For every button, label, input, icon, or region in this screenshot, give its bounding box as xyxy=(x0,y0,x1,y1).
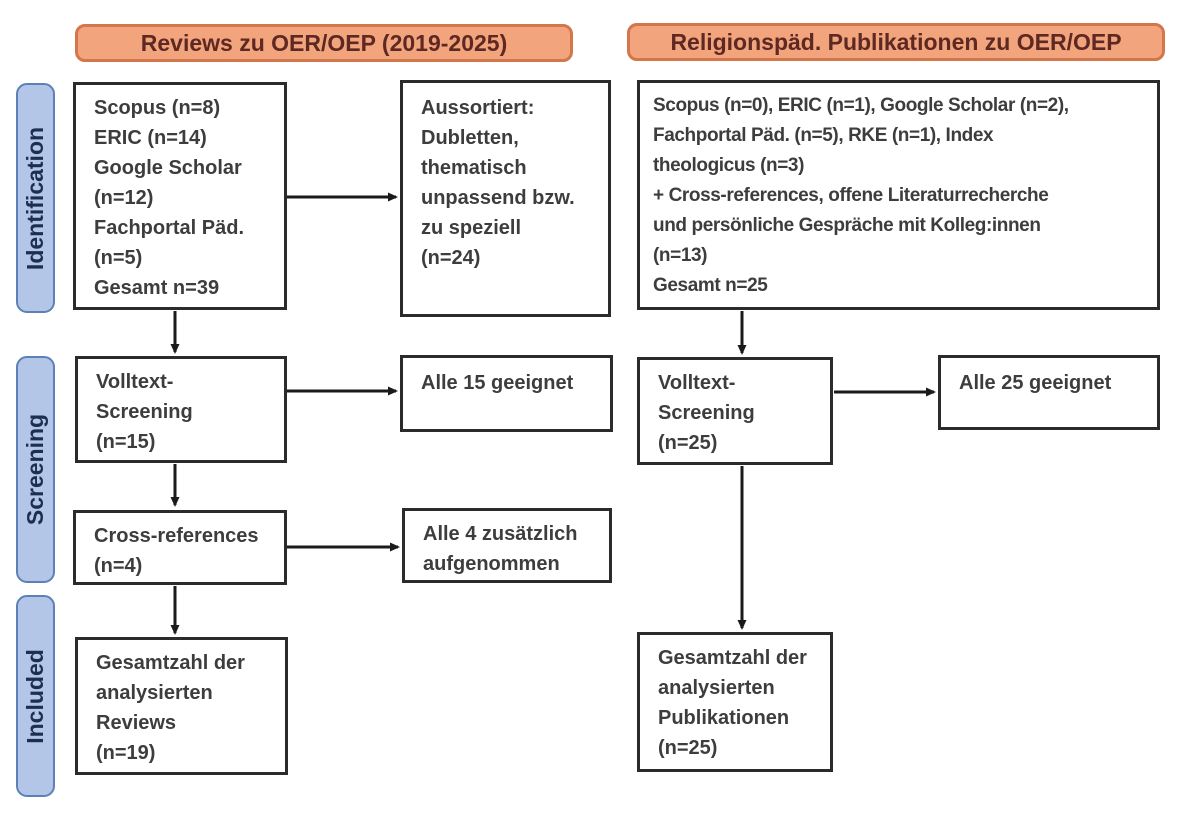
box-left-identification-sources: Scopus (n=8) ERIC (n=14) Google Scholar … xyxy=(73,82,287,310)
stage-label-screening: Screening xyxy=(16,356,55,583)
box-right-identification-sources: Scopus (n=0), ERIC (n=1), Google Scholar… xyxy=(637,80,1160,310)
stage-label-identification-text: Identification xyxy=(22,126,48,270)
column-header-reviews: Reviews zu OER/OEP (2019-2025) xyxy=(75,24,573,62)
box-right-fulltext-result: Alle 25 geeignet xyxy=(938,355,1160,430)
box-left-fulltext-result: Alle 15 geeignet xyxy=(400,355,613,432)
box-left-crossreferences: Cross-references (n=4) xyxy=(73,510,287,585)
box-left-fulltext-screening: Volltext- Screening (n=15) xyxy=(75,356,287,463)
box-right-included-total: Gesamtzahl der analysierten Publikatione… xyxy=(637,632,833,772)
stage-label-screening-text: Screening xyxy=(22,413,48,526)
box-left-sorted-out: Aussortiert: Dubletten, thematisch unpas… xyxy=(400,80,611,317)
stage-label-included-text: Included xyxy=(22,648,48,744)
column-header-religionspaed: Religionspäd. Publikationen zu OER/OEP xyxy=(627,23,1165,61)
box-left-included-total: Gesamtzahl der analysierten Reviews (n=1… xyxy=(75,637,288,775)
box-right-fulltext-screening: Volltext- Screening (n=25) xyxy=(637,357,833,465)
stage-label-included: Included xyxy=(16,595,55,797)
stage-label-identification: Identification xyxy=(16,83,55,313)
box-left-crossref-result: Alle 4 zusätzlich aufgenommen xyxy=(402,508,612,583)
